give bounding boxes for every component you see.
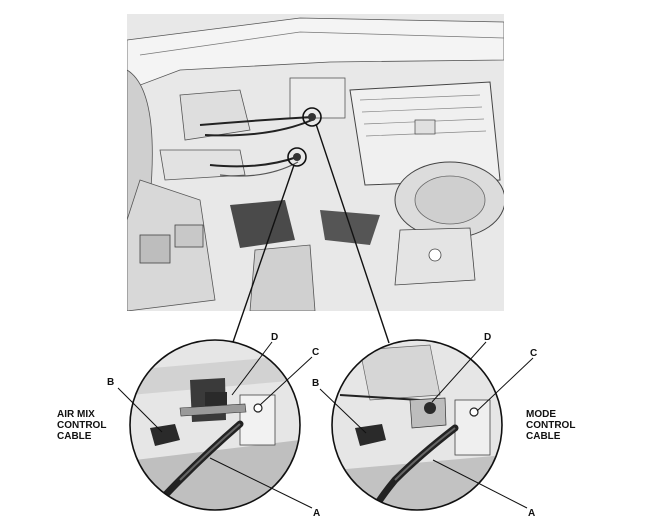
callout-d-left: D — [271, 332, 278, 343]
callout-line-b-left — [117, 387, 163, 433]
leader-line-air-mix — [231, 164, 295, 346]
air-mix-label-line-1: AIR MIX — [57, 409, 95, 420]
mode-control-cable-label: MODE CONTROL CABLE — [526, 409, 575, 442]
callout-line-a-left — [209, 457, 313, 509]
mode-label-line-3: CABLE — [526, 431, 561, 442]
leader-line-mode — [315, 123, 390, 344]
detail-air-mix — [129, 339, 301, 511]
callout-line-d-left — [231, 341, 273, 396]
air-mix-label-line-3: CABLE — [57, 431, 92, 442]
air-mix-label-line-2: CONTROL — [57, 420, 107, 431]
callout-b-left: B — [107, 377, 114, 388]
detail-mode — [331, 339, 503, 511]
overview-photo — [127, 14, 504, 311]
callout-c-left: C — [312, 347, 319, 358]
callout-line-b-right — [319, 388, 367, 434]
mode-label-line-1: MODE — [526, 409, 556, 420]
callout-a-right: A — [528, 508, 535, 519]
mode-label-line-2: CONTROL — [526, 420, 576, 431]
air-mix-control-cable-label: AIR MIX CONTROL CABLE — [57, 409, 106, 442]
callouts-right — [319, 341, 534, 509]
callout-line-c-right — [476, 357, 534, 412]
callout-c-right: C — [530, 348, 537, 359]
callouts-left — [117, 341, 313, 509]
callout-b-right: B — [312, 378, 319, 389]
callout-line-d-right — [431, 341, 487, 403]
callout-line-a-right — [432, 459, 528, 509]
callout-a-left: A — [313, 508, 320, 519]
callout-line-c-left — [259, 356, 313, 406]
callout-d-right: D — [484, 332, 491, 343]
